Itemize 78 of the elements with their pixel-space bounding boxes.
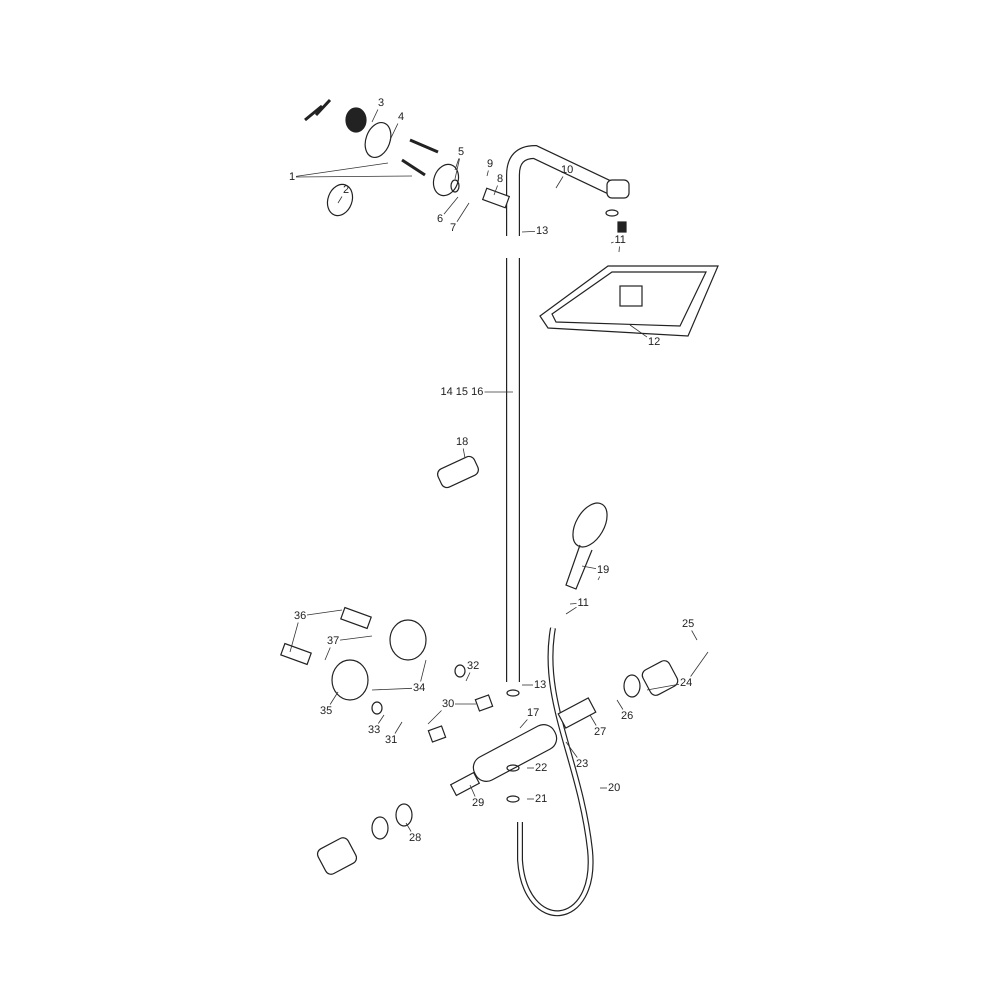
leader-line [590,714,597,726]
leader-line [324,647,331,660]
callout-number: 11 [576,596,590,610]
leader-line [444,196,458,215]
callout-number: 19 [596,564,610,576]
leader-line [454,158,460,180]
callout-number: 23 [575,758,590,770]
leader-line [466,672,470,682]
leader-line [522,230,536,232]
leader-line [456,202,470,222]
leader-line [406,822,412,832]
callout-number: 34 [412,682,426,694]
leader-line [372,688,412,690]
leader-line [462,448,466,458]
leader-line [598,576,600,580]
callout-number: 13 [535,224,550,238]
callout-number: 8 [496,172,504,186]
leader-line [306,610,342,616]
leader-line [372,109,378,122]
callout-number: 9 [486,158,494,170]
callout-number: 22 [534,762,548,774]
callout-number: 28 [408,832,422,844]
leader-line [340,636,372,640]
leader-line [616,700,624,710]
callout-number: 27 [593,726,608,738]
leader-line [494,185,498,196]
callout-number: 17 [526,706,540,720]
leader-line [570,603,577,604]
callout-number: 14 15 16 [440,386,484,398]
leader-line [296,176,412,178]
leader-line [470,784,476,797]
leader-line [618,246,620,252]
callout-number: 11 [614,234,627,246]
leader-line [526,798,534,800]
callout-number: 24 [679,676,694,690]
callout-number: 6 [436,212,444,226]
leader-line [390,123,398,140]
leader-line [420,660,426,682]
callout-number: 31 [384,734,398,746]
callout-number: 18 [455,436,470,448]
leader-line [394,722,402,734]
callout-number: 7 [449,222,458,234]
callout-number: 30 [441,698,456,710]
leader-line [486,170,489,176]
leader-line [296,162,388,177]
leader-line [290,622,299,652]
callout-number: 13 [533,678,548,692]
leader-line [582,566,596,570]
callout-number: 36 [293,610,308,622]
leader-line [646,684,680,690]
callout-number: 20 [607,782,622,794]
callout-number: 26 [620,710,634,722]
callout-number: 32 [466,660,480,672]
leader-line [690,652,708,677]
callout-number: 21 [534,792,548,806]
leader-line [454,158,460,170]
leader-line [556,176,564,188]
leader-line [691,630,698,640]
callout-number: 25 [681,618,696,630]
leader-line [630,324,648,338]
callout-number: 35 [319,704,334,718]
leader-line [520,719,528,728]
callout-number: 29 [471,796,486,810]
callout-number: 3 [377,96,386,110]
leader-line [428,710,442,724]
callout-number: 37 [326,634,340,648]
callout-number: 1 [288,170,296,184]
callout-number: 4 [397,110,406,124]
leader-line [566,742,578,758]
leader-line [522,684,534,686]
callout-number: 33 [367,724,382,736]
leader-line [566,606,577,614]
leader-line [338,196,342,204]
callout-number: 12 [647,336,662,348]
callout-number: 5 [457,146,466,158]
leader-line [610,242,614,244]
leader-line [330,692,338,705]
leader-line [378,714,384,724]
